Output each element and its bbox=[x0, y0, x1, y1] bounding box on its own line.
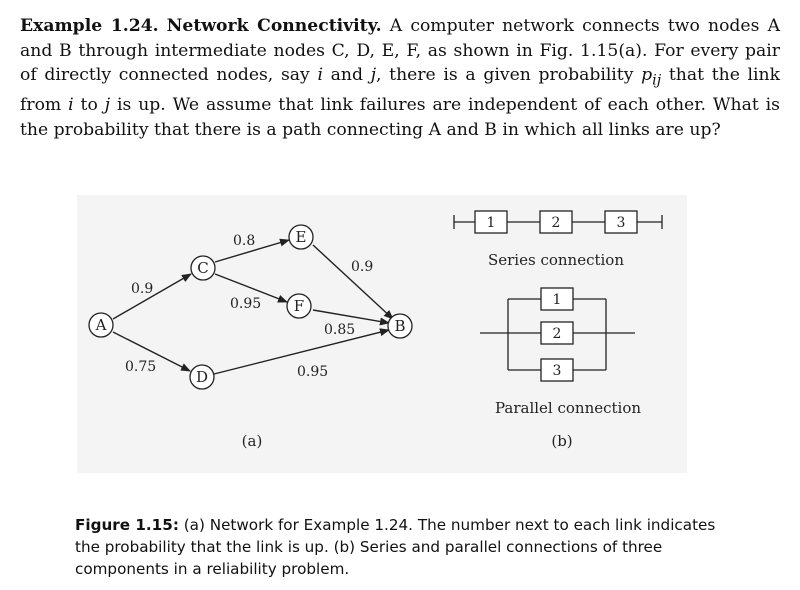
figure-caption: Figure 1.15: (a) Network for Example 1.2… bbox=[75, 514, 725, 580]
svg-text:E: E bbox=[296, 228, 307, 246]
prob-a-c: 0.9 bbox=[131, 281, 153, 297]
example-title: Network Connectivity. bbox=[166, 16, 382, 36]
caption-label: Figure 1.15: bbox=[75, 516, 179, 534]
example-label: Example 1.24. bbox=[20, 16, 159, 36]
and-word: and bbox=[330, 65, 363, 86]
caption-text: (a) Network for Example 1.24. The number… bbox=[75, 516, 716, 578]
prob-a-d: 0.75 bbox=[125, 359, 156, 375]
example-text-1: A computer network connects two nodes A … bbox=[20, 16, 780, 86]
parallel-box-2 bbox=[540, 321, 574, 345]
edge-c-f bbox=[214, 273, 288, 303]
edge-c-e bbox=[214, 238, 290, 263]
example-paragraph: Example 1.24. Network Connectivity. A com… bbox=[20, 14, 780, 142]
svg-text:C: C bbox=[197, 259, 208, 277]
series-caption: Series connection bbox=[488, 251, 624, 269]
parallel-caption: Parallel connection bbox=[495, 399, 641, 417]
var-i-2: i bbox=[68, 95, 74, 116]
edge-a-d bbox=[112, 331, 191, 372]
svg-text:1: 1 bbox=[487, 215, 496, 231]
prob-e-b: 0.9 bbox=[351, 259, 373, 275]
svg-text:D: D bbox=[196, 368, 208, 386]
node-c: C bbox=[190, 255, 216, 281]
series-labels: 1 2 3 Series connection bbox=[487, 215, 626, 269]
example-text-2: , there is a given probability bbox=[376, 65, 634, 86]
network-edges bbox=[112, 238, 394, 375]
edge-a-c bbox=[112, 273, 192, 320]
svg-text:2: 2 bbox=[553, 326, 562, 342]
svg-text:3: 3 bbox=[617, 215, 626, 231]
to-word: to bbox=[80, 95, 98, 116]
svg-text:F: F bbox=[294, 297, 304, 315]
var-i: i bbox=[317, 65, 323, 86]
var-p-subscript: ij bbox=[652, 72, 662, 89]
node-d: D bbox=[189, 364, 215, 390]
panel-b-label: (b) bbox=[551, 432, 572, 450]
prob-f-b: 0.85 bbox=[324, 322, 355, 338]
parallel-box-3 bbox=[540, 358, 574, 382]
var-j-2: j bbox=[104, 95, 111, 116]
node-b: B bbox=[387, 313, 413, 339]
edge-labels: 0.9 0.75 0.8 0.95 0.9 0.85 0.95 bbox=[125, 233, 373, 380]
series-connection bbox=[453, 210, 663, 234]
panel-a-label: (a) bbox=[242, 432, 263, 450]
example-text-3: that the link from bbox=[20, 65, 781, 116]
prob-d-b: 0.95 bbox=[297, 364, 328, 380]
network-nodes: A B C D E F bbox=[88, 224, 413, 390]
example-text-4: is up. We assume that link failures are … bbox=[20, 95, 780, 140]
svg-text:A: A bbox=[95, 316, 107, 334]
var-j: j bbox=[370, 65, 377, 86]
parallel-connection bbox=[480, 287, 635, 382]
svg-text:1: 1 bbox=[553, 292, 562, 308]
prob-c-f: 0.95 bbox=[230, 296, 261, 312]
node-a: A bbox=[88, 312, 114, 338]
svg-text:B: B bbox=[394, 317, 405, 335]
edge-d-b bbox=[213, 328, 390, 375]
parallel-box-1 bbox=[540, 287, 574, 311]
var-p: pij bbox=[641, 65, 662, 89]
prob-c-e: 0.8 bbox=[233, 233, 255, 249]
edge-e-b bbox=[312, 244, 394, 320]
parallel-labels: 1 2 3 Parallel connection bbox=[495, 292, 641, 417]
svg-text:2: 2 bbox=[552, 215, 561, 231]
node-e: E bbox=[288, 224, 314, 250]
svg-text:3: 3 bbox=[553, 363, 562, 379]
edge-f-b bbox=[312, 309, 390, 326]
node-f: F bbox=[286, 293, 312, 319]
